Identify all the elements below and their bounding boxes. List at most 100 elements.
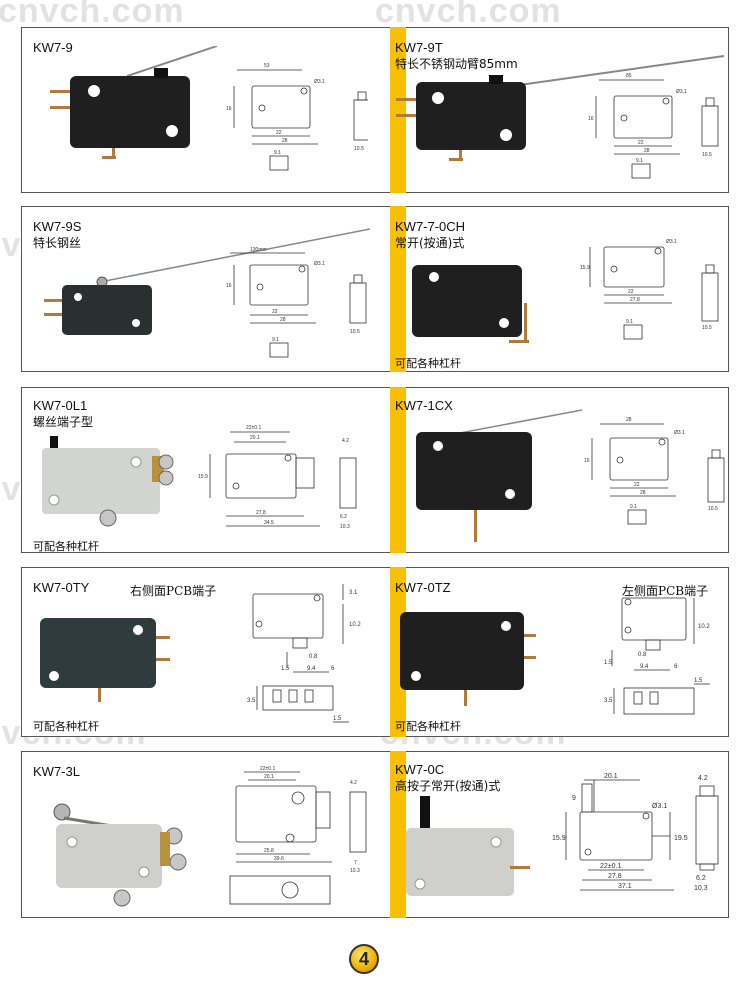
dim-label: 6: [674, 664, 678, 670]
dim-label: 9.1: [272, 337, 279, 343]
switch-photo: [394, 50, 730, 169]
model-description: 特长钢丝: [33, 236, 82, 250]
pcb-terminal-label: 右侧面PCB端子: [130, 584, 217, 598]
dim-label: 1.5: [694, 678, 703, 684]
switch-photo: [394, 598, 564, 712]
panel-kw7-0tz: KW7-0TZ 左侧面PCB端子 可配各种杠杆 1.5 10.2: [384, 568, 730, 736]
model-name: KW7-1CX: [395, 398, 453, 413]
dimension-drawing: 53 Ø3.1 16 22 28 9.1 10.5: [222, 58, 371, 192]
yellow-divider: [390, 387, 406, 553]
dim-label: 0.8: [309, 654, 318, 660]
dim-label: 16: [584, 458, 590, 464]
yellow-divider: [390, 27, 406, 193]
dim-label: 4.2: [350, 780, 357, 786]
lever-note: 可配各种杠杆: [33, 720, 99, 733]
model-name: KW7-9: [33, 40, 73, 55]
model-name: KW7-0L1: [33, 398, 88, 413]
dim-label: Ø3.1: [676, 89, 687, 95]
switch-photo: [32, 608, 192, 708]
lever-note: 可配各种杠杆: [33, 540, 99, 553]
dim-label: 3.5: [604, 698, 613, 704]
dim-label: 22: [634, 482, 640, 488]
dim-label: 27.8: [630, 297, 640, 303]
dim-label: 9.4: [307, 666, 316, 672]
dim-label: 1.5: [604, 660, 613, 666]
yellow-divider: [390, 567, 406, 737]
watermark: cnvch.com: [375, 0, 562, 30]
panel-kw7-1cx: KW7-1CX 28 Ø3.1 16 22: [384, 388, 730, 552]
switch-photo: [398, 794, 538, 908]
dim-label: 28: [640, 490, 646, 496]
model-name: KW7-0TY: [33, 580, 90, 595]
dim-label: 130mm: [250, 247, 267, 253]
dim-label: 22: [628, 289, 634, 295]
panel-kw7-9s: KW7-9S 特长钢丝 130mm Ø3.1 16: [22, 207, 371, 371]
dim-label: 16: [588, 116, 594, 122]
dim-label: 15.9: [580, 265, 590, 271]
dim-label: 9.4: [640, 664, 649, 670]
yellow-divider: [390, 751, 406, 918]
dimension-drawing: 130mm Ø3.1 16 22 28 9.1 10.5: [210, 247, 368, 371]
dim-label: 10.3: [340, 524, 350, 530]
watermark: cnvch.com: [0, 0, 185, 30]
panel-kw7-0l1: KW7-0L1 螺丝端子型 可配各种杠杆 22±0.1 20.1: [22, 388, 368, 553]
switch-photo: [36, 432, 196, 536]
panel-kw7-7-0ch: KW7-7-0CH 常开(按通)式 可配各种杠杆 Ø3.1 15.9: [384, 207, 730, 371]
dim-label: 10.2: [698, 624, 710, 630]
dimension-drawing: 28 Ø3.1 16 22 28 9.1 10.5: [580, 412, 730, 546]
model-name: KW7-9S: [33, 219, 82, 234]
dim-label: 22: [276, 130, 282, 136]
dim-label: 28: [280, 317, 286, 323]
dim-label: Ø3.1: [314, 261, 325, 267]
dim-label: Ø3.1: [666, 239, 677, 245]
dimension-drawing: 85 Ø3.1 16 22 28 9.1 10.5: [584, 68, 730, 192]
dim-label: 22±0.1: [246, 425, 261, 431]
dim-label: 7: [354, 860, 357, 866]
model-name: KW7-0TZ: [395, 580, 451, 595]
panel-kw7-3l: KW7-3L 22±0.1 20.1: [22, 752, 368, 917]
dim-label: 9.1: [626, 319, 633, 325]
dim-label: 16: [226, 106, 232, 112]
dim-label: 85: [626, 73, 632, 79]
dim-label: 27.8: [256, 510, 266, 516]
dim-label: 0.8: [638, 652, 647, 658]
dimension-drawing: Ø3.1 15.9 22 27.8 9.1 10.5: [574, 229, 730, 363]
page-number-badge: 4: [349, 944, 379, 974]
dim-label: 28: [282, 138, 288, 144]
dim-label: 6.2: [340, 514, 347, 520]
dim-label: 53: [264, 63, 270, 69]
dim-label: 28: [644, 148, 650, 154]
dim-label: 9.1: [274, 150, 281, 156]
dim-label: 10.5: [354, 146, 364, 152]
dim-label: 6.2: [696, 875, 706, 882]
panel-kw7-9t: KW7-9T 特长不锈钢动臂85mm 85 Ø3.1: [384, 28, 730, 192]
dim-label: Ø3.1: [674, 430, 685, 436]
switch-photo: [394, 255, 554, 349]
lever-note: 可配各种杠杆: [395, 720, 461, 733]
pcb-terminal-label: 左侧面PCB端子: [622, 584, 709, 598]
dim-label: 9.1: [636, 158, 643, 164]
dim-label: 20.1: [250, 435, 260, 441]
switch-photo: [40, 227, 371, 346]
dim-label: 15.9: [552, 835, 566, 842]
catalog-row-3: KW7-0L1 螺丝端子型 可配各种杠杆 22±0.1 20.1: [21, 387, 729, 553]
dim-label: 19.5: [674, 835, 688, 842]
dim-label: 22±0.1: [600, 863, 621, 870]
panel-kw7-9: KW7-9 53 Ø3.1: [22, 28, 371, 192]
dim-label: 20.1: [264, 774, 274, 780]
model-name: KW7-3L: [33, 764, 80, 779]
dim-label: 9.1: [630, 504, 637, 510]
dim-label: 10.3: [350, 868, 360, 874]
dim-label: 10.3: [694, 885, 708, 892]
dim-label: 27.8: [608, 873, 622, 880]
switch-photo: [394, 408, 584, 552]
dim-label: 10.2: [349, 622, 361, 628]
dim-label: 1.5: [333, 716, 342, 722]
dim-label: 25.8: [264, 848, 274, 854]
model-name: KW7-0C: [395, 762, 445, 777]
dim-label: 22: [272, 309, 278, 315]
model-description: 特长不锈钢动臂85mm: [395, 57, 518, 71]
dim-label: 10.5: [350, 329, 360, 335]
dimension-drawing: 22±0.1 20.1 15.9 27.8 34.5 4.2 6.2 10.3: [190, 418, 368, 547]
dim-label: 3.1: [349, 590, 358, 596]
